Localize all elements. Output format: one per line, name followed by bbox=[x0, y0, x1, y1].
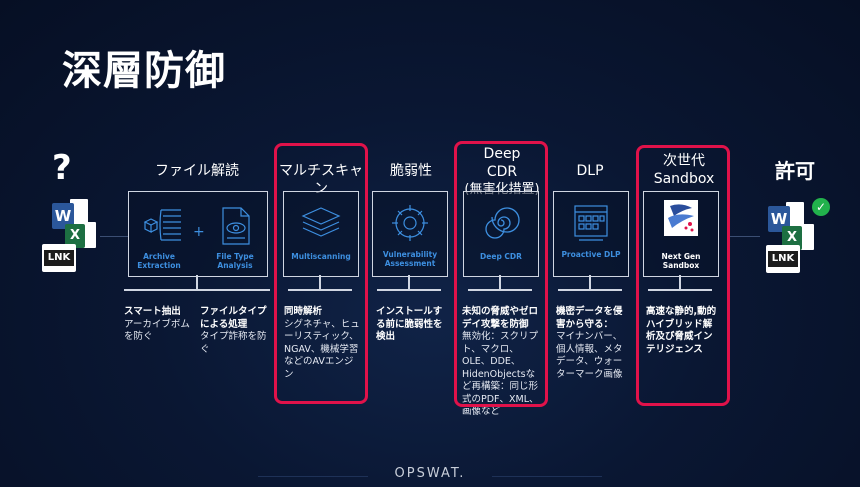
flow-line-right bbox=[728, 236, 760, 237]
stand-base-file-analysis bbox=[124, 289, 270, 291]
word-document-icon bbox=[70, 199, 88, 225]
word-icon: W bbox=[768, 206, 790, 232]
desc-file-type: ファイルタイプによる処理 タイプ詐称を防ぐ bbox=[200, 306, 272, 356]
desc-title: ファイルタイプによる処理 bbox=[200, 306, 267, 330]
stand-base-dlp bbox=[558, 289, 622, 291]
desc-body: アーカイブボムを防ぐ bbox=[124, 318, 190, 343]
stand-stem-multiscanning bbox=[319, 275, 321, 289]
desc-body: マイナンバー、個人情報、メタデータ、ウォーターマーク画像 bbox=[556, 331, 623, 380]
spiral-icon bbox=[485, 207, 520, 239]
stand-stem-cdr bbox=[499, 275, 501, 289]
bug-icon bbox=[392, 205, 428, 241]
stand-base-vulnerability bbox=[377, 289, 441, 291]
cdr-sub-label: Deep CDR bbox=[480, 252, 522, 261]
stage-label-cdr-line1: Deep bbox=[483, 146, 521, 162]
highlight-sandbox bbox=[636, 145, 730, 406]
flow-line-left bbox=[100, 236, 128, 237]
footer-brand: OPSWAT. bbox=[394, 466, 466, 481]
desc-smart-extraction: スマート抽出 アーカイブボムを防ぐ bbox=[124, 306, 196, 344]
stage-label-sandbox-line1: 次世代 bbox=[663, 153, 705, 169]
desc-vulnerability: インストールする前に脆弱性を検出 bbox=[376, 306, 450, 344]
desc-title: 高速な静的,動的ハイブリッド解析及び脅威インテリジェンス bbox=[646, 306, 717, 355]
sandbox-sub-label: Next Gen Sandbox bbox=[661, 252, 701, 270]
desc-cdr: 未知の脅威やゼロデイ攻撃を防御 無効化：スクリプト、マクロ、OLE、DDE、Hi… bbox=[462, 306, 544, 419]
layers-icon bbox=[301, 207, 341, 237]
desc-title: 機密データを侵害から守る： bbox=[556, 306, 623, 330]
excel-icon: X bbox=[65, 224, 85, 248]
stage-label-cdr-line2: CDR bbox=[486, 164, 518, 180]
stage-label-sandbox-line2: Sandbox bbox=[653, 171, 715, 187]
word-document-icon bbox=[786, 202, 804, 228]
desc-body: シグネチャ、ヒューリスティック、NGAV、機械学習などのAVエンジン bbox=[284, 318, 360, 380]
stage-label-sandbox: 次世代 Sandbox bbox=[638, 152, 730, 188]
desc-title: インストールする前に脆弱性を検出 bbox=[376, 306, 443, 342]
unknown-mark: ? bbox=[52, 148, 72, 188]
check-icon: ✓ bbox=[812, 198, 830, 216]
footer-line-right bbox=[492, 476, 602, 477]
lnk-label: LNK bbox=[768, 251, 798, 267]
stage-label-dlp: DLP bbox=[576, 163, 604, 179]
excel-icon: X bbox=[782, 226, 802, 250]
desc-dlp: 機密データを侵害から守る： マイナンバー、個人情報、メタデータ、ウォーターマーク… bbox=[556, 306, 628, 381]
allowed-label: 許可 bbox=[775, 159, 815, 183]
dlp-sub-label: Proactive DLP bbox=[561, 250, 621, 259]
desc-title: スマート抽出 bbox=[124, 306, 181, 317]
vulnerability-panel: Vulnerability Assessment bbox=[372, 191, 448, 277]
document-grid-icon bbox=[574, 205, 608, 241]
stand-base-multiscanning bbox=[288, 289, 352, 291]
footer-line-left bbox=[258, 476, 368, 477]
file-type-analysis-icon bbox=[222, 207, 250, 245]
file-type-analysis-label: File Type Analysis bbox=[216, 252, 254, 270]
multiscanning-sub-label: Multiscanning bbox=[291, 252, 351, 261]
lnk-file-icon: LNK bbox=[766, 245, 800, 273]
stage-label-file-analysis: ファイル解読 bbox=[155, 163, 239, 179]
archive-extraction-label: Archive Extraction bbox=[137, 252, 181, 270]
stand-base-sandbox bbox=[648, 289, 712, 291]
plus-sign: + bbox=[193, 224, 205, 240]
desc-body: 無効化：スクリプト、マクロ、OLE、DDE、HidenObjectsなど再構築：… bbox=[462, 331, 539, 417]
stand-stem-vulnerability bbox=[408, 275, 410, 289]
desc-sandbox: 高速な静的,動的ハイブリッド解析及び脅威インテリジェンス bbox=[646, 306, 720, 356]
stage-label-vulnerability: 脆弱性 bbox=[390, 163, 432, 179]
word-icon: W bbox=[52, 203, 74, 229]
lnk-file-icon: LNK bbox=[42, 244, 76, 272]
desc-body: タイプ詐称を防ぐ bbox=[200, 331, 267, 355]
lnk-label: LNK bbox=[44, 250, 74, 266]
stand-stem-sandbox bbox=[679, 275, 681, 289]
highlight-multiscanning bbox=[274, 143, 368, 404]
highlight-cdr bbox=[454, 141, 548, 407]
sandbox-panel: Next Gen Sandbox bbox=[643, 191, 719, 277]
vulnerability-sub-label: Vulnerability Assessment bbox=[382, 250, 438, 268]
stand-stem-dlp bbox=[589, 275, 591, 289]
desc-title: 未知の脅威やゼロデイ攻撃を防御 bbox=[462, 306, 539, 330]
sandbox-logo-icon bbox=[664, 200, 698, 236]
desc-multiscanning: 同時解析 シグネチャ、ヒューリスティック、NGAV、機械学習などのAVエンジン bbox=[284, 306, 362, 381]
page-title: 深層防御 bbox=[62, 48, 226, 94]
stand-base-cdr bbox=[468, 289, 532, 291]
archive-extraction-icon bbox=[143, 209, 181, 241]
multiscanning-panel: Multiscanning bbox=[283, 191, 359, 277]
file-analysis-panel: Archive Extraction + File Type Analysis bbox=[128, 191, 268, 277]
dlp-panel: Proactive DLP bbox=[553, 191, 629, 277]
desc-title: 同時解析 bbox=[284, 306, 323, 317]
stand-stem-file-analysis bbox=[196, 275, 198, 289]
cdr-panel: Deep CDR bbox=[463, 191, 539, 277]
